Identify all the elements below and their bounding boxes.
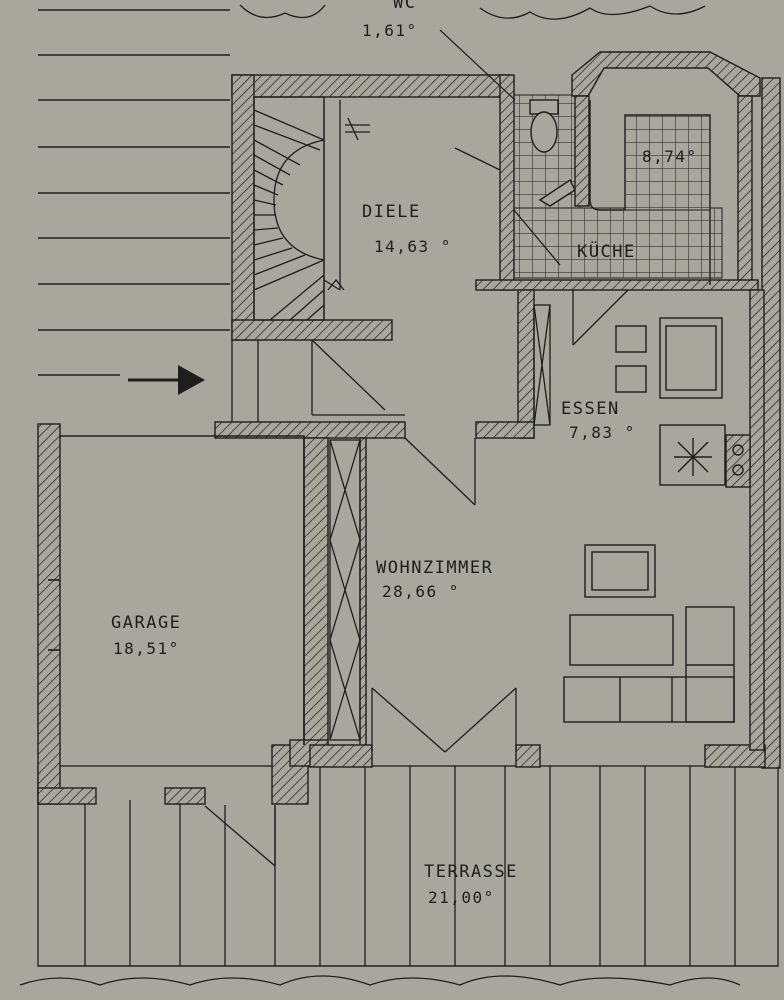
garden-lines <box>38 9 230 376</box>
toilet-icon <box>529 99 559 153</box>
stove-icon <box>674 434 751 488</box>
kueche-area: 8,74° <box>642 147 698 166</box>
garage-area: 18,51° <box>113 639 180 658</box>
terrace-planks <box>37 765 779 967</box>
entrance-arrow-icon <box>128 365 205 395</box>
wc-sink-icon <box>538 178 576 207</box>
wohnzimmer-name: WOHNZIMMER <box>376 558 493 578</box>
walls <box>37 51 781 805</box>
garage-name: GARAGE <box>111 613 181 633</box>
room-labels: WC 1,61° 8,74° KÜCHE DIELE 14,63 ° ESSEN… <box>111 0 698 907</box>
entrance-area <box>204 147 629 867</box>
terrasse-name: TERRASSE <box>424 862 518 882</box>
wc-area: 1,61° <box>362 21 418 40</box>
essen-name: ESSEN <box>561 399 620 419</box>
essen-area: 7,83 ° <box>569 423 636 442</box>
staircase <box>253 96 370 321</box>
dining-furniture <box>615 317 726 486</box>
window-glazing-essen <box>533 304 551 426</box>
kitchen-counter <box>589 100 711 285</box>
wohnzimmer-area: 28,66 ° <box>382 582 460 601</box>
wc-name: WC <box>393 0 416 13</box>
kitchen-tile-floor <box>511 207 723 279</box>
living-room-furniture <box>563 544 735 723</box>
kueche-name: KÜCHE <box>577 240 636 262</box>
shrubs-bottom <box>19 975 741 986</box>
terrasse-area: 21,00° <box>428 888 495 907</box>
shrubs-top <box>239 4 706 20</box>
wc-leader-line <box>439 29 516 101</box>
diele-name: DIELE <box>362 202 421 222</box>
diele-area: 14,63 ° <box>374 237 452 256</box>
garage-outline <box>48 435 305 745</box>
window-glazing-left <box>329 439 361 741</box>
